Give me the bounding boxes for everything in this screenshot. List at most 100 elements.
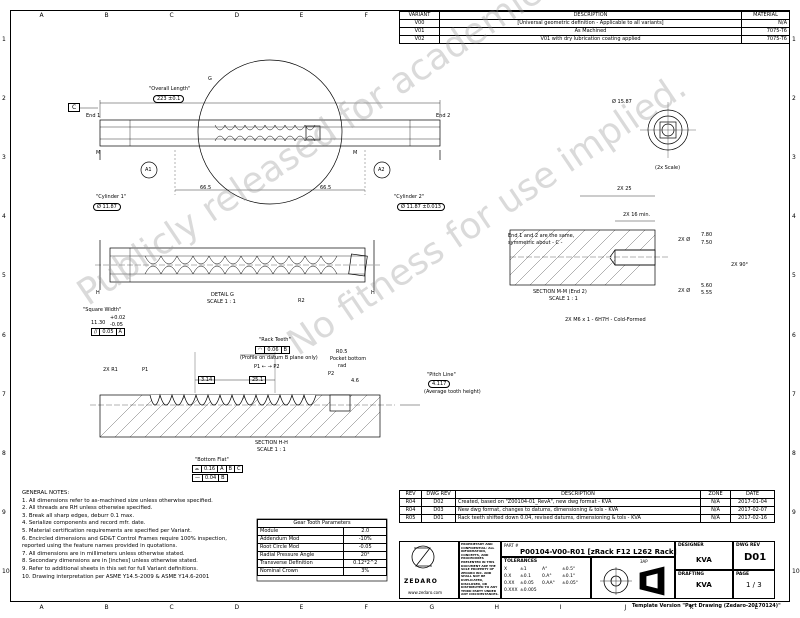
- zone-label: D: [234, 12, 240, 19]
- zedaro-logo-icon: [411, 545, 435, 569]
- dim-555: 5.55: [701, 290, 713, 296]
- tolerance-cell: X: [504, 567, 508, 572]
- zone-label: F: [364, 604, 368, 611]
- drafting-label: DRAFTING: [678, 572, 704, 577]
- revision-table: REV DWG REV DESCRIPTION ZONE DATE R04 D0…: [399, 490, 775, 523]
- table-row: R05 D01 Rack teeth shifted down 0.04, re…: [399, 514, 775, 523]
- parallelism-symbol: //: [92, 329, 101, 335]
- zone-label: J: [624, 604, 627, 611]
- tolerance-cell: 0.A°: [542, 574, 552, 579]
- drafting-cell: DRAFTING KVA: [675, 570, 733, 599]
- projection-cell: 3AP: [591, 557, 675, 599]
- section-hh-scale: SCALE 1 : 1: [257, 447, 286, 453]
- datum-a2: A2: [378, 167, 385, 173]
- flatness-symbol: —: [193, 475, 203, 481]
- section-h-right: H: [371, 290, 375, 296]
- square-width-plus: +0.02: [110, 315, 126, 321]
- page-label: PAGE: [736, 572, 750, 577]
- zone-label: E: [299, 604, 304, 611]
- zone-cell: N/A: [700, 506, 731, 515]
- zone-label: 4: [792, 213, 796, 221]
- square-width-label: "Square Width": [83, 307, 122, 313]
- logo-text: ZEDARO: [404, 578, 438, 585]
- dim-46: 4.6: [351, 378, 359, 384]
- note-item: 5. Material certification requirements a…: [22, 527, 192, 534]
- date-cell: 2017-01-04: [730, 498, 775, 507]
- zone-label: 4: [2, 213, 6, 221]
- section-mm-scale: SCALE 1 : 1: [549, 296, 578, 302]
- note-item: 1. All dimensions refer to as-machined s…: [22, 497, 213, 504]
- material-cell: 7075-T6: [741, 35, 790, 44]
- dwg-rev-cell: DWG REV D01: [733, 541, 775, 570]
- pitch-line-value: 4.117: [428, 380, 451, 388]
- drawing-frame: [10, 10, 790, 602]
- drafting-value: KVA: [696, 581, 712, 589]
- param-name: Radial Pressure Angle: [256, 551, 345, 560]
- tolerance-row: 0.XXX±0.005: [504, 587, 590, 594]
- zone-label: F: [364, 12, 368, 19]
- note-item: 7. All dimensions are in millimeters unl…: [22, 550, 185, 557]
- dwg-rev-cell: D01: [421, 514, 456, 523]
- tolerance-cell: ±0.05: [520, 581, 534, 586]
- bottom-flat-label: "Bottom Flat": [195, 457, 229, 463]
- general-notes: GENERAL NOTES: 1. All dimensions refer t…: [22, 490, 252, 581]
- square-width-fcf: // 0.05 A: [91, 328, 125, 336]
- description-header: DESCRIPTION: [455, 490, 701, 499]
- p1-label: P1: [142, 367, 149, 373]
- designer-label: DESIGNER: [678, 543, 704, 548]
- note-item: 9. Refer to additional sheets in this se…: [22, 565, 198, 572]
- zone-label: 2: [2, 94, 6, 102]
- note-item: 10. Drawing interpretation per ASME Y14.…: [22, 573, 210, 580]
- end2-label: End 2: [436, 113, 451, 119]
- zone-label: H: [494, 604, 500, 611]
- general-notes-title: GENERAL NOTES:: [22, 490, 70, 496]
- square-width-nominal: 11.30: [91, 320, 106, 326]
- dim-2x-phi-a: 2X Ø: [678, 237, 691, 243]
- zone-label: C: [169, 12, 174, 19]
- fcf-datum: B: [221, 475, 225, 481]
- date-header: DATE: [730, 490, 775, 499]
- rev-header: REV: [399, 490, 422, 499]
- dim-750: 7.50: [701, 240, 713, 246]
- param-value: -0.05: [343, 543, 387, 552]
- dim-251: 25.1: [249, 376, 267, 384]
- fcf-tolerance: 0.16: [202, 466, 219, 472]
- zone-cell: N/A: [700, 514, 731, 523]
- zone-label: I: [559, 604, 562, 611]
- radius-r2: R2: [298, 298, 305, 304]
- dim-314: 3.14: [198, 376, 216, 384]
- tolerances-label: TOLERANCES: [504, 559, 538, 564]
- zone-label: 6: [792, 331, 796, 339]
- zone-label: 1: [2, 35, 6, 43]
- detail-g-scale: SCALE 1 : 1: [207, 299, 236, 305]
- dim-2x90: 2X 90°: [731, 262, 749, 268]
- table-row: R04 D02 Created, based on "Z00104-01_Rev…: [399, 498, 775, 507]
- overall-length-value: 223 ±0.1: [153, 95, 185, 103]
- rev-cell: R05: [399, 514, 422, 523]
- zone-label: 3: [792, 154, 796, 161]
- note-item: 3. Break all sharp edges, deburr 0.1 max…: [22, 512, 135, 519]
- datum-a1: A1: [145, 167, 152, 173]
- zone-label: 7: [2, 390, 6, 398]
- radius-r05: R0.5: [336, 349, 348, 355]
- tolerance-cell: ±0.1°: [562, 574, 576, 579]
- end-diameter: Ø 15.87: [612, 99, 632, 105]
- zone-cell: N/A: [700, 498, 731, 507]
- zone-header: ZONE: [700, 490, 731, 499]
- template-version: Template Version "Part Drawing (Zedaro-2…: [632, 603, 781, 609]
- param-name: Transverse Definition: [256, 559, 345, 568]
- fcf-tolerance: 0.06: [265, 347, 282, 353]
- dwg-rev-value: D01: [744, 552, 767, 563]
- cylinder1-label: "Cylinder 1": [96, 194, 127, 200]
- dim-2x25: 2X 25: [617, 186, 632, 192]
- param-value: -10%: [343, 535, 387, 544]
- dim-560: 5.60: [701, 283, 713, 289]
- param-name: Addendum Mod: [256, 535, 345, 544]
- zone-label: B: [104, 604, 109, 611]
- note-item: 4. Serialize components and record mfr. …: [22, 520, 146, 527]
